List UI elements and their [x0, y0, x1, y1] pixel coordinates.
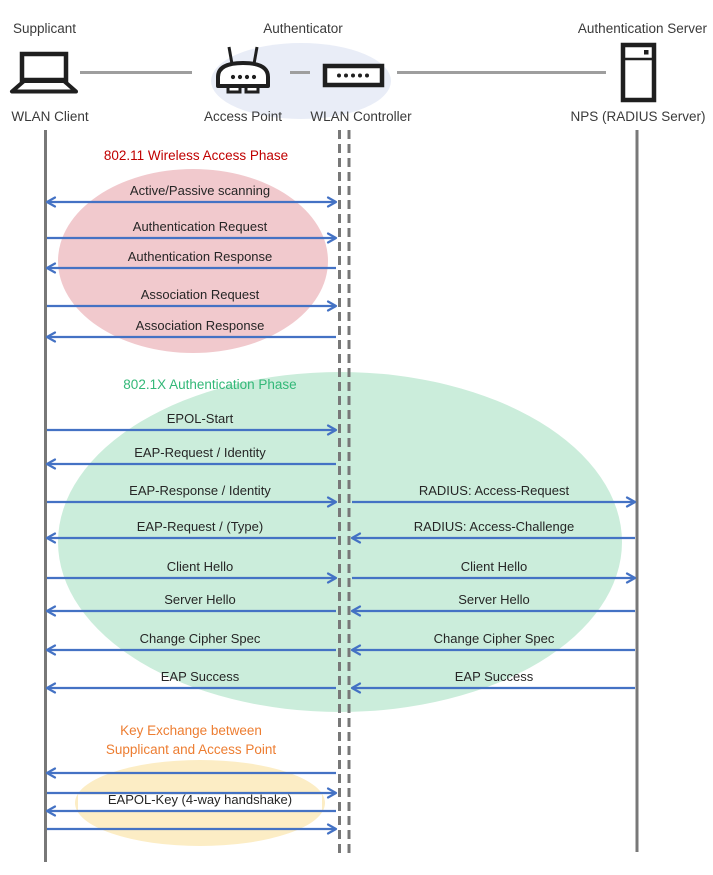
role-label-supplicant: Supplicant [13, 21, 76, 36]
node-label-wlan-controller: WLAN Controller [310, 109, 412, 124]
message-label: Server Hello [458, 592, 530, 607]
node-label-wlan-client: WLAN Client [11, 109, 89, 124]
message-label: Association Response [136, 318, 265, 333]
message-label: RADIUS: Access-Challenge [414, 519, 574, 534]
server-icon [620, 42, 657, 103]
message-label: Change Cipher Spec [434, 631, 555, 646]
message-label: Active/Passive scanning [130, 183, 270, 198]
phase-title-authentication: 802.1X Authentication Phase [123, 377, 296, 392]
role-label-authenticator: Authenticator [263, 21, 343, 36]
phase-title-wireless-access: 802.11 Wireless Access Phase [104, 148, 288, 163]
message-label: Change Cipher Spec [140, 631, 261, 646]
message-label: Client Hello [167, 559, 233, 574]
node-label-access-point: Access Point [204, 109, 282, 124]
message-label: Authentication Response [128, 249, 273, 264]
message-label: EPOL-Start [167, 411, 234, 426]
message-label: EAP-Response / Identity [129, 483, 271, 498]
phase-title-key-exchange-line1: Key Exchange between [120, 723, 262, 738]
message-label: EAP-Request / (Type) [137, 519, 263, 534]
message-label: EAPOL-Key (4-way handshake) [108, 792, 292, 807]
message-label-background [78, 794, 322, 810]
role-label-authentication-server: Authentication Server [578, 21, 708, 36]
access-point-icon [216, 46, 270, 94]
node-label-nps: NPS (RADIUS Server) [570, 109, 705, 124]
phase-title-key-exchange-line2: Supplicant and Access Point [106, 742, 277, 757]
message-label: Server Hello [164, 592, 236, 607]
message-label: EAP Success [161, 669, 240, 684]
message-label: EAP-Request / Identity [134, 445, 266, 460]
message-label: EAP Success [455, 669, 534, 684]
laptop-icon [10, 51, 78, 94]
message-label: RADIUS: Access-Request [419, 483, 570, 498]
wlan-controller-icon [322, 63, 385, 88]
message-label: Client Hello [461, 559, 527, 574]
authenticator-highlight-ellipse [211, 43, 391, 119]
message-label: Authentication Request [133, 219, 268, 234]
message-label: Association Request [141, 287, 260, 302]
